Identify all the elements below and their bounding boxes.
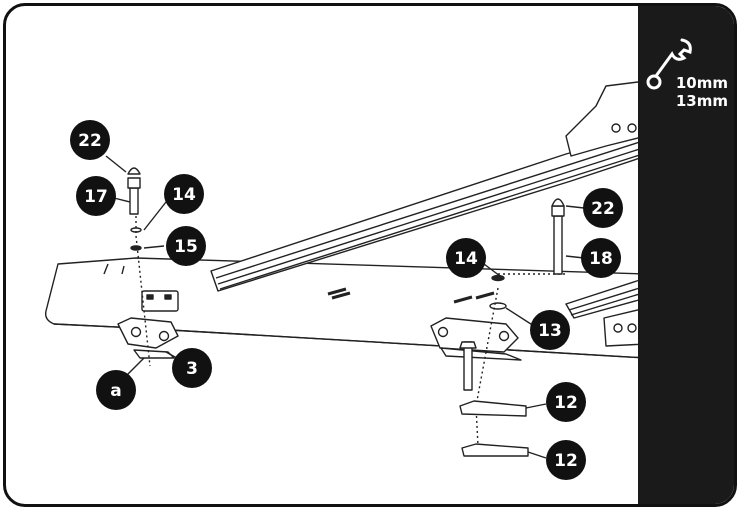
svg-text:22: 22 <box>78 131 102 151</box>
svg-text:a: a <box>110 381 121 401</box>
center-bracket <box>430 317 519 353</box>
upper-rail-groove-3 <box>219 152 647 290</box>
callout-3: 3 <box>172 348 212 388</box>
callout-18: 18 <box>581 238 621 278</box>
upper-rail-groove-1 <box>215 139 647 279</box>
callout-22-left: 22 <box>70 120 110 160</box>
svg-text:3: 3 <box>186 359 198 379</box>
tool-sizes: 10mm 13mm <box>658 74 728 110</box>
center-bolt <box>463 341 473 391</box>
callout-14-left: 14 <box>164 174 204 214</box>
tool-size-13mm: 13mm <box>675 92 728 110</box>
callout-12-bottom: 12 <box>546 440 586 480</box>
tool-sidebar: 10mm 13mm <box>638 6 734 504</box>
tool-size-10mm: 10mm <box>675 74 728 92</box>
assembly-diagram: 22 17 14 15 3 a 22 18 <box>44 80 647 480</box>
wrench-icon <box>646 36 696 101</box>
svg-text:15: 15 <box>174 237 198 257</box>
svg-text:14: 14 <box>172 185 196 205</box>
left-clamp <box>133 349 175 359</box>
svg-text:14: 14 <box>454 249 478 269</box>
left-bracket <box>117 317 179 349</box>
plate-12-bottom <box>461 443 529 457</box>
callout-15: 15 <box>166 226 206 266</box>
callout-17: 17 <box>76 176 116 216</box>
callout-12-top: 12 <box>546 382 586 422</box>
svg-text:22: 22 <box>591 199 615 219</box>
diagram-frame: 22 17 14 15 3 a 22 18 <box>3 3 737 507</box>
upper-rail-groove-2 <box>217 146 647 285</box>
svg-text:13: 13 <box>538 321 562 341</box>
svg-text:12: 12 <box>554 393 578 413</box>
callout-22-right: 22 <box>583 188 623 228</box>
svg-text:17: 17 <box>84 187 108 207</box>
svg-text:18: 18 <box>589 249 613 269</box>
callout-a: a <box>96 370 136 410</box>
svg-text:12: 12 <box>554 451 578 471</box>
callout-13: 13 <box>530 310 570 350</box>
plate-12-top <box>459 400 527 417</box>
callout-14-right: 14 <box>446 238 486 278</box>
